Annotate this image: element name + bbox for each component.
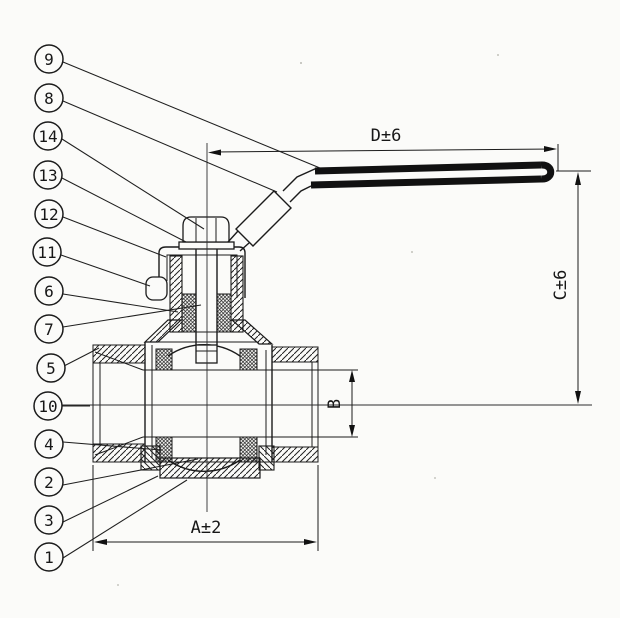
leader-line-1 xyxy=(62,479,188,559)
seat-ring-right-top xyxy=(239,348,258,371)
callout-10-label: 10 xyxy=(38,397,57,416)
left-port-chamfer-top xyxy=(94,351,144,371)
callout-3-label: 3 xyxy=(44,511,54,530)
dim-label-height: C±6 xyxy=(551,270,571,301)
callout-12-label: 12 xyxy=(39,205,58,224)
callout-9-label: 9 xyxy=(44,50,54,69)
leader-line-14 xyxy=(61,138,205,230)
leader-line-2 xyxy=(62,458,199,486)
callout-4-label: 4 xyxy=(44,435,54,454)
callout-numbers: 9 8 14 13 12 11 6 7 5 10 4 2 3 1 xyxy=(37,50,58,567)
arrowhead xyxy=(575,172,581,185)
arrowhead xyxy=(544,146,557,152)
callout-2-label: 2 xyxy=(44,473,54,492)
stem-packing-left xyxy=(181,293,197,333)
leader-line-4 xyxy=(62,441,162,451)
leader-line-7 xyxy=(62,304,202,328)
callout-13-circle xyxy=(33,160,63,190)
callout-10-circle xyxy=(33,391,63,421)
dimension-B: B xyxy=(325,370,355,437)
callout-6-circle xyxy=(34,276,64,306)
callout-5-circle xyxy=(36,353,66,383)
callout-2-circle xyxy=(34,467,64,497)
dimension-C: C±6 xyxy=(551,170,591,404)
callout-1-label: 1 xyxy=(44,548,54,567)
callout-14-label: 14 xyxy=(38,127,57,146)
callout-4-circle xyxy=(34,429,64,459)
callout-5-label: 5 xyxy=(46,359,56,378)
dim-label-face-to-face: A±2 xyxy=(191,518,222,538)
stop-tab xyxy=(145,276,168,301)
handle-grip-sleeve xyxy=(235,190,292,247)
callout-8-label: 8 xyxy=(44,89,54,108)
arrowhead xyxy=(349,370,355,382)
leader-lines xyxy=(60,61,321,559)
callout-12-circle xyxy=(34,199,64,229)
stem-nut-assembly xyxy=(178,216,235,250)
left-port-chamfer-bottom xyxy=(94,436,144,456)
callout-11-circle xyxy=(32,237,62,267)
dim-label-handle-length: D±6 xyxy=(371,126,402,146)
stem-packing-right xyxy=(216,293,232,333)
leader-line-5 xyxy=(63,347,100,367)
valve-stem xyxy=(195,243,218,364)
handle-lever-top-bar xyxy=(314,161,542,175)
callout-11-label: 11 xyxy=(37,243,56,262)
arrowhead xyxy=(575,391,581,404)
leader-line-3 xyxy=(62,475,159,523)
dimension-D: D±6 xyxy=(208,126,559,171)
leader-line-9 xyxy=(62,61,321,169)
ball-and-seats xyxy=(155,344,258,472)
stem-hex-nut xyxy=(182,216,230,243)
leader-line-12 xyxy=(62,216,167,258)
handle-bar-bottom-edge xyxy=(289,185,312,203)
callout-3-circle xyxy=(34,505,64,535)
leader-line-11 xyxy=(60,254,151,287)
stem-washer xyxy=(178,241,235,250)
handle-assembly xyxy=(227,161,555,252)
arrowhead xyxy=(208,149,221,156)
scan-specks xyxy=(117,54,499,586)
handle-lever-bottom-bar xyxy=(310,175,542,189)
handle-bar-top-edge xyxy=(282,167,318,192)
stem-tang xyxy=(195,344,218,364)
callout-7-label: 7 xyxy=(44,320,54,339)
right-port-thread-hatch-bottom xyxy=(271,446,319,463)
callout-8-circle xyxy=(34,83,64,113)
leader-line-13 xyxy=(61,177,187,243)
leader-line-6 xyxy=(62,293,179,313)
callout-1-circle xyxy=(34,542,64,572)
handle-lever-rounded-end xyxy=(540,161,555,183)
arrowhead xyxy=(349,425,355,437)
callout-13-label: 13 xyxy=(38,166,57,185)
callout-7-circle xyxy=(34,314,64,344)
callout-bubbles xyxy=(32,44,66,572)
callout-6-label: 6 xyxy=(44,282,54,301)
seat-ring-left-top xyxy=(155,348,173,371)
arrowhead xyxy=(304,539,317,545)
dim-label-bore: B xyxy=(325,399,345,409)
right-port-thread-hatch-top xyxy=(271,346,319,363)
callout-14-circle xyxy=(33,121,63,151)
neck-wall-left xyxy=(169,255,183,333)
arrowhead xyxy=(94,539,107,545)
right-port xyxy=(271,346,319,463)
callout-9-circle xyxy=(34,44,64,74)
seat-ring-right-bottom xyxy=(239,436,258,463)
leader-line-8 xyxy=(62,100,278,193)
ball-bottom-arc xyxy=(167,459,241,472)
